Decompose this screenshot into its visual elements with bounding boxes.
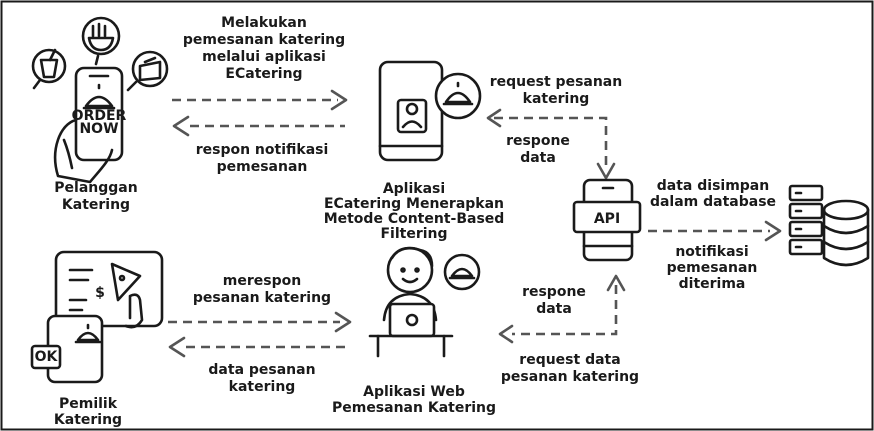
ok-icon-text: OK: [35, 349, 59, 365]
svg-text:pesanan katering: pesanan katering: [501, 369, 639, 385]
order-now-text-2: NOW: [79, 121, 118, 137]
customer-phone-icon: [53, 66, 124, 184]
label-response-data-bottom: respone data: [522, 284, 586, 317]
arrow-notif-to-customer: [172, 115, 345, 137]
svg-text:notifikasi: notifikasi: [675, 244, 748, 260]
arrow-order-data-to-owner: [168, 336, 345, 358]
arrow-api-to-database: [648, 220, 782, 242]
svg-text:merespon: merespon: [223, 273, 301, 289]
label-request-order: request pesanan katering: [490, 74, 622, 107]
arrow-request-order-to-api: [486, 108, 616, 180]
svg-text:Pemilik: Pemilik: [59, 396, 118, 412]
svg-text:data pesanan: data pesanan: [208, 362, 315, 378]
svg-text:Pelanggan: Pelanggan: [54, 180, 137, 196]
svg-text:Aplikasi Web: Aplikasi Web: [363, 384, 465, 400]
svg-text:data: data: [520, 150, 556, 166]
svg-text:diterima: diterima: [679, 276, 746, 292]
svg-text:Metode Content-Based: Metode Content-Based: [324, 211, 505, 227]
svg-text:katering: katering: [523, 91, 590, 107]
svg-text:pesanan katering: pesanan katering: [193, 290, 331, 306]
label-order-data: data pesanan katering: [208, 362, 315, 395]
label-app: Aplikasi ECatering Menerapkan Metode Con…: [324, 181, 505, 242]
svg-text:pemesanan: pemesanan: [667, 260, 758, 276]
database-icon: [788, 184, 870, 267]
svg-text:Katering: Katering: [54, 412, 122, 428]
svg-text:ECatering: ECatering: [225, 66, 302, 82]
currency-icon-text: $: [95, 285, 105, 301]
app-phone-icon: [378, 60, 482, 162]
label-respond-order: merespon pesanan katering: [193, 273, 331, 306]
order-now-text-1: ORDER: [72, 108, 127, 124]
label-response-data-top: respone data: [506, 133, 570, 166]
svg-text:respon notifikasi: respon notifikasi: [196, 142, 329, 158]
svg-text:data disimpan: data disimpan: [657, 178, 769, 194]
api-icon-text: API: [594, 211, 620, 227]
label-order-action: Melakukan pemesanan katering melalui apl…: [183, 15, 345, 82]
api-device-icon: [572, 178, 642, 262]
svg-text:Melakukan: Melakukan: [221, 15, 307, 31]
owner-phone-icon: [30, 314, 104, 384]
svg-text:Filtering: Filtering: [380, 226, 447, 242]
svg-text:Katering: Katering: [62, 197, 130, 213]
svg-text:request data: request data: [519, 352, 620, 368]
arrow-order-to-app: [172, 89, 348, 111]
svg-text:data: data: [536, 301, 572, 317]
label-request-data: request data pesanan katering: [501, 352, 639, 385]
label-notif-received: notifikasi pemesanan diterima: [667, 244, 758, 292]
svg-text:request pesanan: request pesanan: [490, 74, 622, 90]
svg-text:dalam database: dalam database: [650, 194, 776, 210]
label-notif-response: respon notifikasi pemesanan: [196, 142, 329, 175]
svg-text:Pemesanan Katering: Pemesanan Katering: [332, 400, 496, 416]
svg-text:pemesanan katering: pemesanan katering: [183, 32, 345, 48]
svg-text:respone: respone: [522, 284, 586, 300]
drink-bubble-icon: [31, 48, 67, 90]
label-web-app: Aplikasi Web Pemesanan Katering: [332, 384, 496, 416]
svg-text:pemesanan: pemesanan: [217, 159, 308, 175]
webapp-user-icon: [368, 246, 481, 358]
svg-text:Aplikasi: Aplikasi: [383, 181, 445, 197]
owner-tablet-icon: [54, 250, 164, 329]
label-owner: Pemilik Katering: [54, 396, 122, 428]
svg-text:ECatering Menerapkan: ECatering Menerapkan: [324, 196, 504, 212]
svg-text:melalui aplikasi: melalui aplikasi: [202, 49, 326, 65]
svg-text:katering: katering: [229, 379, 296, 395]
noodle-bubble-icon: [81, 16, 121, 66]
arrow-respond-to-webapp: [168, 311, 352, 333]
svg-text:respone: respone: [506, 133, 570, 149]
takeaway-bubble-icon: [126, 50, 169, 92]
arrow-api-to-webapp: [498, 274, 626, 344]
label-customer: Pelanggan Katering: [54, 180, 137, 213]
label-stored-db: data disimpan dalam database: [650, 178, 776, 210]
